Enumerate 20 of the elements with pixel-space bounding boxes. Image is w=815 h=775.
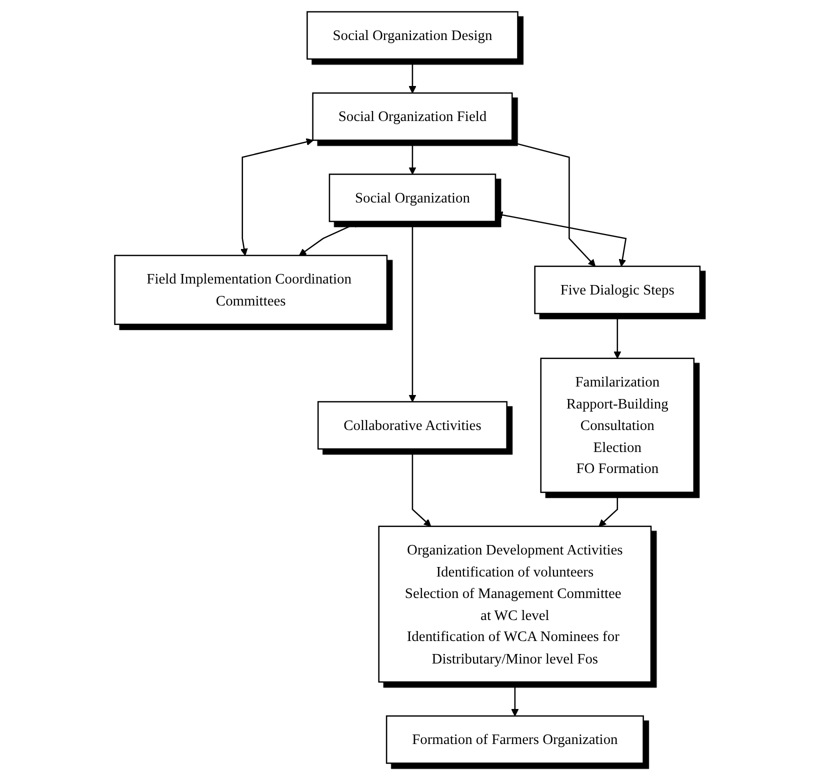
- node-box: Five Dialogic Steps: [534, 266, 701, 314]
- node-box: Field Implementation Coordination Committees: [114, 254, 388, 325]
- arrow: [412, 448, 432, 527]
- arrow: [408, 140, 416, 175]
- arrow: [614, 314, 622, 359]
- node-box: Collaborative Activities: [318, 401, 508, 450]
- arrow: [511, 682, 519, 716]
- arrow: [504, 138, 596, 267]
- node-box: Social Organization Field: [312, 92, 513, 141]
- arrow: [496, 211, 627, 267]
- arrow: [408, 59, 416, 94]
- node-box: Organization Development Activities Identification of volunteers Selection of Management Committee at WC level Identification of WCA Nominees for Distributary/Minor level Fos: [378, 526, 652, 683]
- arrow: [598, 492, 618, 527]
- arrow: [408, 221, 416, 402]
- node-box: Social Organization Design: [306, 11, 519, 60]
- node-box: Familarization Rapport-Building Consultation Election FO Formation: [540, 358, 695, 493]
- arrow: [240, 138, 314, 256]
- node-box: Social Organization: [328, 174, 496, 222]
- arrow: [299, 220, 361, 256]
- node-box: Formation of Farmers Organization: [386, 715, 644, 764]
